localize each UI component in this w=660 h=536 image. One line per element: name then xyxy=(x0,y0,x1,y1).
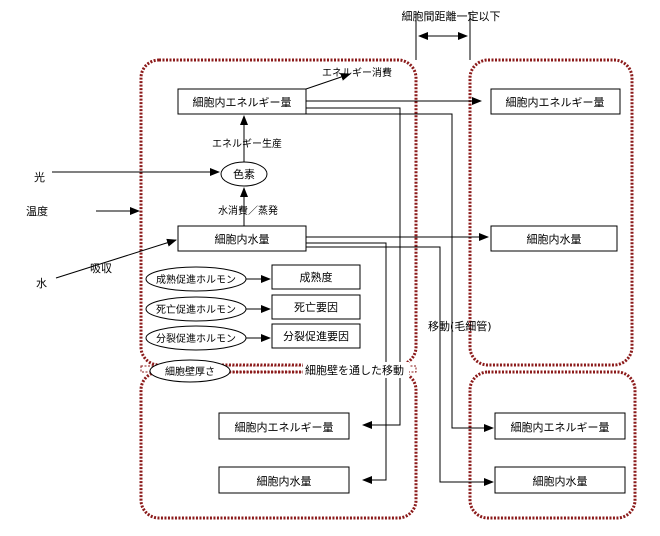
death-factor-label: 死亡要因 xyxy=(294,300,338,314)
energy-to-cell-c-arrow xyxy=(306,107,401,429)
cell-d-outline xyxy=(468,370,637,520)
division-factor-label: 分裂促進要因 xyxy=(283,329,349,343)
division-hormone-label: 分裂促進ホルモン xyxy=(156,332,236,345)
cell-a-outline xyxy=(139,58,418,367)
division-factor-box xyxy=(271,323,361,349)
ripeness-box xyxy=(271,264,361,290)
cell-d-energy-label: 細胞内エネルギー量 xyxy=(511,420,610,434)
cell-b-energy-box xyxy=(490,88,621,115)
cell-c-energy-box xyxy=(218,412,350,440)
ripening-hormone-label: 成熟促進ホルモン xyxy=(156,273,236,286)
wall-thickness-label: 細胞壁厚さ xyxy=(165,365,215,378)
energy-consumption-label: エネルギー消費 xyxy=(322,66,392,79)
energy-to-cell-d-arrow xyxy=(306,113,494,432)
cell-d-energy-box xyxy=(494,412,626,440)
energy-consumption-arrow xyxy=(305,73,351,90)
energy-production-label: エネルギー生産 xyxy=(212,137,282,150)
water-label: 水 xyxy=(36,277,47,290)
cell-d-water-box xyxy=(494,466,626,494)
death-factor-box xyxy=(271,294,361,320)
top-label: 細胞間距離一定以下 xyxy=(402,9,501,23)
cell-a-energy-box xyxy=(177,88,307,115)
cell-b-energy-label: 細胞内エネルギー量 xyxy=(506,95,605,109)
water-to-cell-d-arrow xyxy=(306,246,494,486)
cell-b-water-label: 細胞内水量 xyxy=(527,232,582,246)
water-to-cell-c-arrow xyxy=(306,242,387,484)
temperature-label: 温度 xyxy=(26,204,48,218)
cell-a-water-label: 細胞内水量 xyxy=(215,232,270,246)
cell-c-energy-label: 細胞内エネルギー量 xyxy=(235,420,334,434)
absorption-label: 吸収 xyxy=(90,262,112,275)
wall-band xyxy=(140,365,417,373)
cell-b-water-box xyxy=(490,225,618,252)
pigment-ellipse xyxy=(220,161,268,187)
water-consumption-label: 水消費／蒸発 xyxy=(218,204,278,217)
capillary-movement-label: 移動(毛細管) xyxy=(428,319,492,333)
light-label: 光 xyxy=(34,170,45,184)
cell-c-water-label: 細胞内水量 xyxy=(257,474,312,488)
death-hormone-label: 死亡促進ホルモン xyxy=(156,303,236,316)
water-absorption-arrow xyxy=(55,238,177,279)
cell-d-water-label: 細胞内水量 xyxy=(533,474,588,488)
cell-a-water-box xyxy=(177,225,307,252)
pigment-label: 色素 xyxy=(233,167,255,181)
wall-movement-label: 細胞壁を通した移動 xyxy=(305,363,404,377)
cell-a-energy-label: 細胞内エネルギー量 xyxy=(193,95,292,109)
wall-label-backdrop xyxy=(303,362,409,378)
wall-thickness-ellipse xyxy=(149,359,231,383)
cell-c-water-box xyxy=(218,466,350,494)
ripeness-label: 成熟度 xyxy=(300,270,333,284)
cell-b-outline xyxy=(468,58,634,367)
cell-c-outline xyxy=(139,370,418,520)
